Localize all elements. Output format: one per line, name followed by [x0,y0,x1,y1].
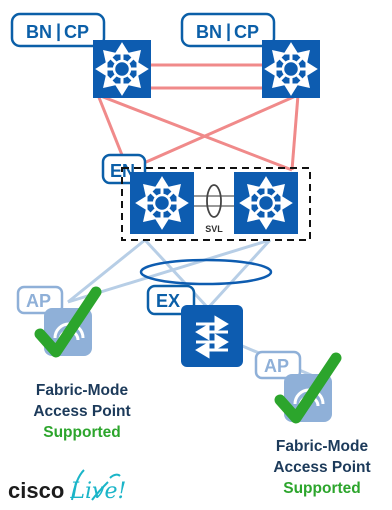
ap-right-node[interactable]: AP [254,350,342,424]
live-wordmark: Live! [70,479,127,504]
extended-node[interactable]: EX [146,284,243,367]
link-en-ex-2 [206,238,272,310]
bn-cp-right-label-box [180,12,276,48]
link-en-ap-left [67,238,146,304]
live-swoosh [71,469,121,501]
caption-right-line1: Fabric-Mode [275,438,369,455]
bn-cp-right-label-a: BN [196,22,222,42]
caption-right-line2: Access Point [273,459,371,476]
ap-left-node[interactable]: AP [16,285,102,358]
bn-cp-left-label-box [10,12,106,48]
link-en-ex [143,238,210,310]
checkmark-icon [274,352,342,424]
link-en-ap-left-2 [67,238,271,304]
bn-cp-separator: | [56,21,61,41]
extended-node-label: EX [156,291,180,311]
bn-cp-right-node[interactable]: BN | CP [180,12,320,98]
bn-cp-right-label-b: CP [234,22,259,42]
svl-label: SVL [205,224,223,234]
l2-switch-icon [181,305,243,367]
ap-right-label-box [254,350,302,380]
ap-right-label: AP [264,356,289,376]
caption-left: Fabric-Mode Access Point Supported [22,380,142,443]
etherchannel-ring [139,258,273,286]
bn-cp-left-node[interactable]: BN | CP [10,12,151,98]
access-links [67,238,319,380]
checkmark-icon [34,286,102,358]
link-bn-right-en-left [127,93,299,172]
cisco-wordmark: cisco [8,478,65,503]
underlay-links [96,63,300,172]
stack-boundary [121,167,311,241]
ap-left-label-box [16,285,64,315]
caption-right-status: Supported [283,480,361,497]
bn-cp-left-label-a: BN [26,22,52,42]
caption-right: Fabric-Mode Access Point Supported [254,436,390,499]
extended-node-label-box [146,284,196,316]
cisco-logo: cisco Live! [8,478,126,504]
switch-arrows [195,315,229,359]
bn-cp-left-label-b: CP [64,22,89,42]
caption-left-line2: Access Point [33,403,131,420]
bn-cp-separator: | [226,21,231,41]
caption-left-line1: Fabric-Mode [35,382,129,399]
svl-bundle-ring [206,184,222,218]
ap-left-label: AP [26,291,51,311]
edge-node[interactable]: EN SVL [101,153,311,241]
link-bn-left-en-right [97,93,293,172]
link-bn-right-en [290,94,300,171]
caption-left-status: Supported [43,424,121,441]
